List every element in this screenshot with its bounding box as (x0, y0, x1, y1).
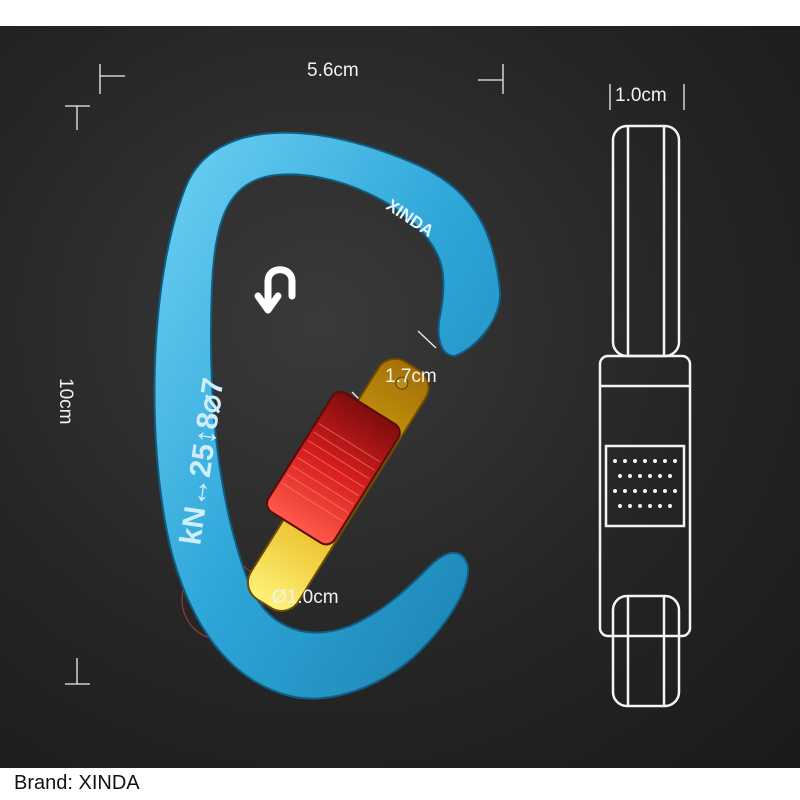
side-view-knurl (613, 459, 677, 508)
width-dimension: 5.6cm (307, 60, 359, 81)
height-dimension: 10cm (55, 378, 76, 425)
side-width-dimension: 1.0cm (615, 85, 667, 106)
caption-bar (0, 768, 800, 800)
bar-diameter-dimension: Ø1.0cm (272, 587, 339, 608)
unscrew-arrow-icon (254, 266, 296, 314)
carabiner-body (153, 131, 502, 700)
lock-sleeve (266, 390, 401, 546)
brand-caption: Brand: XINDA (14, 772, 140, 794)
gate-opening-dimension: 1.7cm (385, 366, 437, 387)
carabiner-illustration: kN↔25↕8⌀7 XINDA (65, 64, 692, 708)
side-view-outline (598, 124, 692, 708)
top-margin (0, 0, 800, 26)
